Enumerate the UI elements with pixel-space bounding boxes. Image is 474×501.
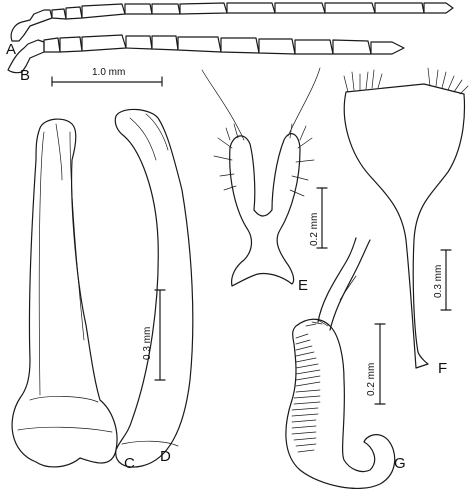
spermatheca-drawing-g [285, 237, 396, 490]
panel-label-g: G [394, 455, 406, 472]
panel-label-a: A [6, 41, 16, 58]
panel-label-d: D [160, 448, 171, 465]
aedeagus-lateral-drawing-d [114, 108, 194, 468]
structure-drawing-e [201, 67, 321, 287]
antenna-drawing-b [7, 34, 405, 74]
panel-label-f: F [438, 360, 447, 377]
scale-label-antennae: 1.0 mm [92, 67, 125, 78]
scale-label-spermatheca: 0.2 mm [366, 363, 377, 396]
scale-label-sternite: 0.3 mm [433, 265, 444, 298]
aedeagus-dorsal-drawing-c [11, 118, 118, 468]
scale-label-tergite: 0.2 mm [309, 213, 320, 246]
panel-label-c: C [124, 455, 135, 472]
panel-label-b: B [20, 67, 30, 84]
panel-label-e: E [298, 277, 308, 294]
sternite-drawing-f [343, 67, 469, 369]
antenna-drawing-a [10, 2, 454, 42]
scale-label-aedeagus: 0.3 mm [142, 327, 153, 360]
